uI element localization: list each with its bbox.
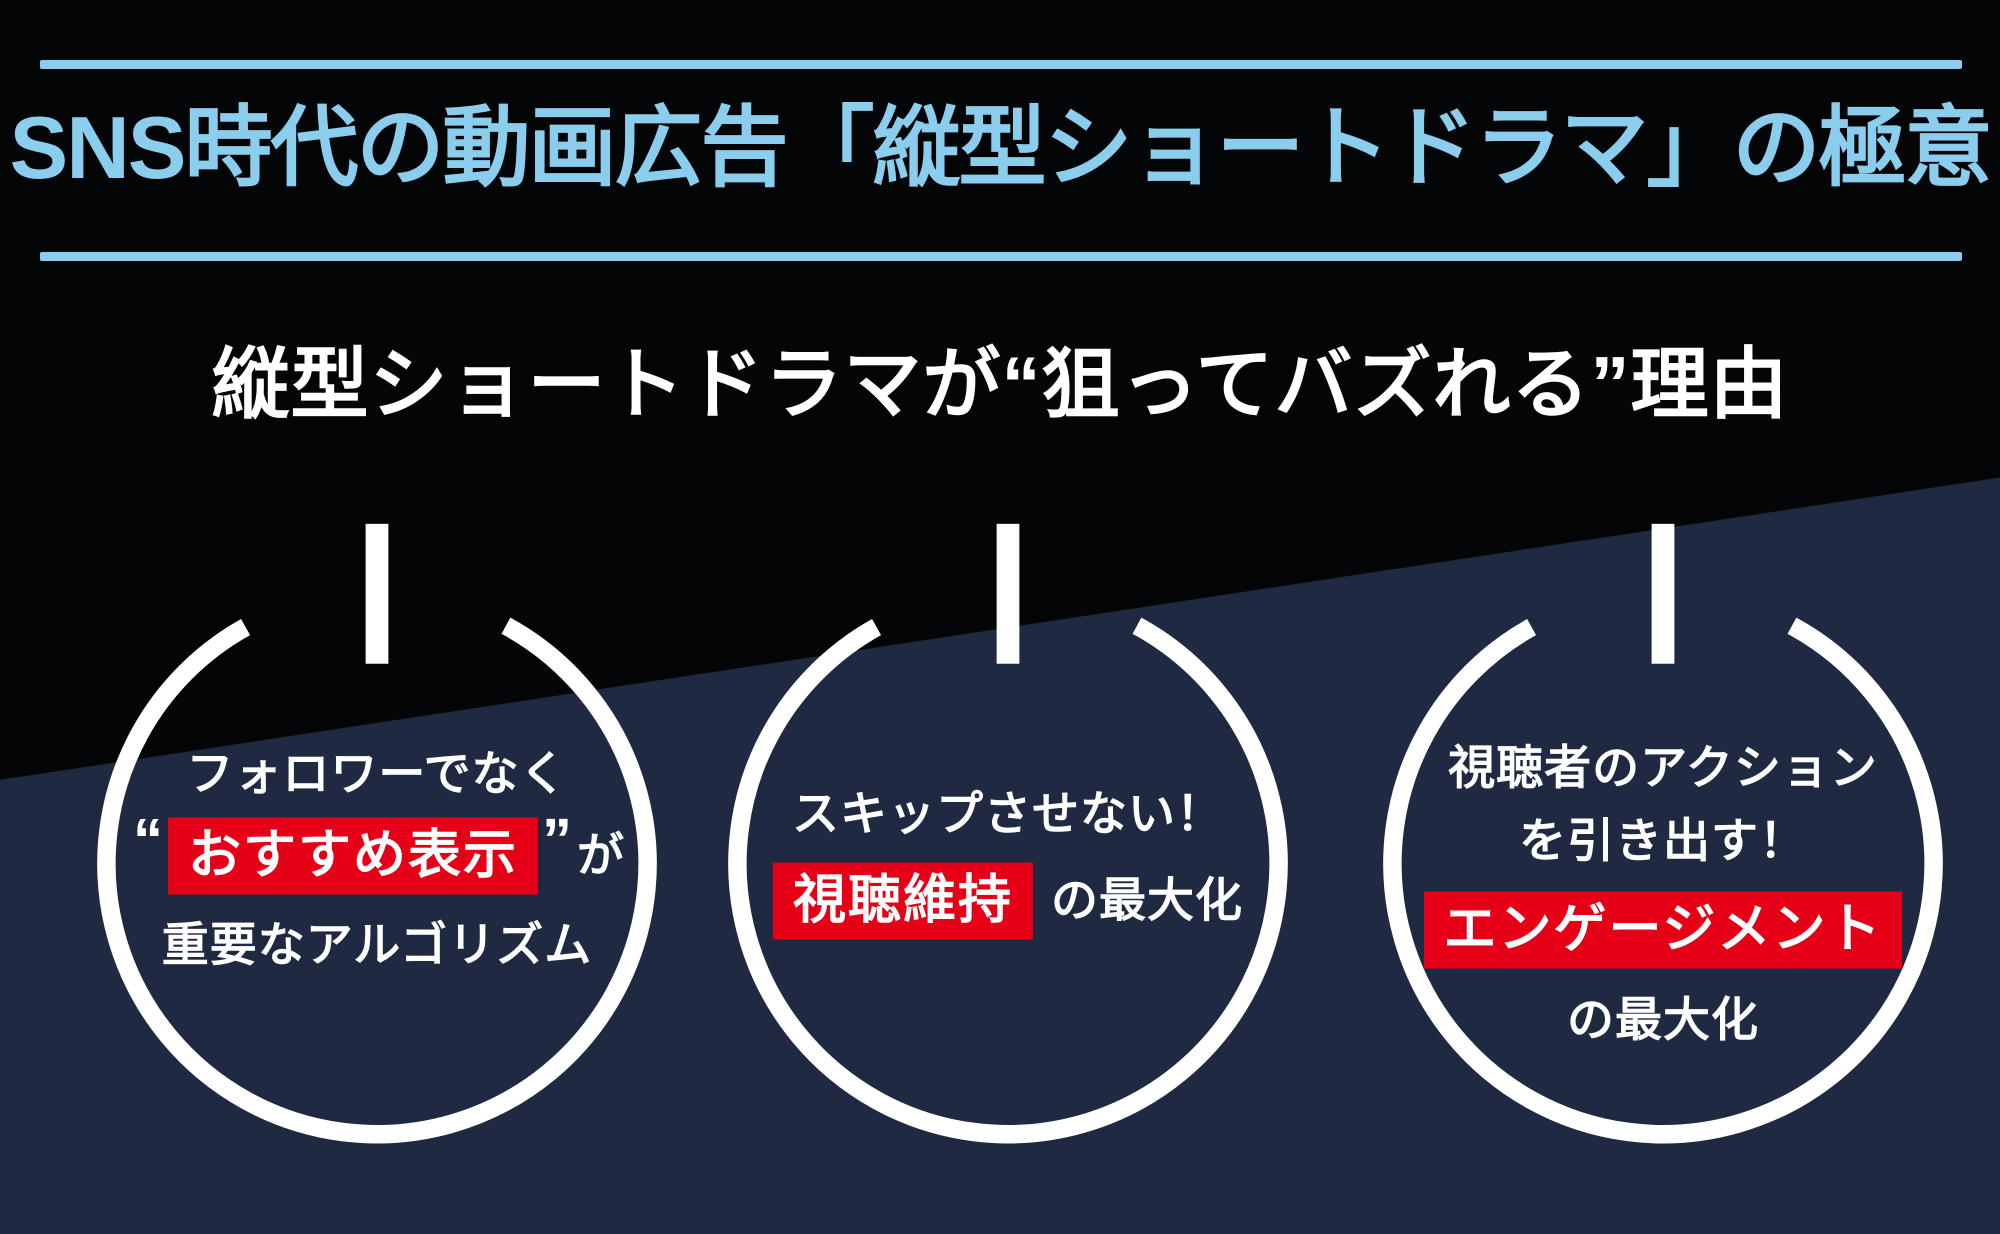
reason-card-view-retention: スキップさせない！ 視聴維持の最大化 bbox=[722, 510, 1294, 1200]
reason-text-segment: を引き出す！ bbox=[1519, 813, 1807, 867]
close-quote-mark: ” bbox=[542, 806, 573, 874]
reason-line: エンゲージメント bbox=[1327, 891, 1999, 969]
reason-card-engagement: 視聴者のアクション を引き出す！ エンゲージメント の最大化 bbox=[1377, 510, 1949, 1200]
power-bar bbox=[996, 523, 1020, 664]
highlight-text: おすすめ表示 bbox=[168, 817, 538, 895]
reason-text-segment: の最大化 bbox=[1051, 873, 1243, 927]
power-circle-arc bbox=[97, 583, 657, 1144]
power-button-icon bbox=[1383, 523, 1943, 1144]
reason-line: “おすすめ表示”が bbox=[41, 807, 713, 895]
reason-text-segment: スキップさせない！ bbox=[792, 786, 1224, 840]
reason-text-segment: の最大化 bbox=[1567, 992, 1759, 1046]
power-circle-arc bbox=[1383, 583, 1943, 1144]
reason-text-segment: フォロワーでなく bbox=[186, 746, 568, 800]
power-button-icon bbox=[97, 523, 657, 1144]
power-bar bbox=[1651, 523, 1675, 664]
reason-text-segment: 視聴者のアクション bbox=[1448, 740, 1878, 794]
reason-line: 重要なアルゴリズム bbox=[41, 918, 713, 972]
reason-line: フォロワーでなく bbox=[41, 747, 713, 801]
power-button-icon bbox=[728, 523, 1288, 1144]
open-quote-mark: “ bbox=[133, 806, 164, 874]
power-circle-arc bbox=[728, 583, 1288, 1144]
reason-line: スキップさせない！ bbox=[672, 787, 1344, 841]
reason-text-segment: 重要なアルゴリズム bbox=[161, 917, 593, 971]
highlight-text: 視聴維持 bbox=[773, 862, 1033, 940]
reason-text-segment: が bbox=[577, 828, 625, 882]
top-divider-line bbox=[40, 60, 1962, 69]
bottom-divider-line bbox=[40, 252, 1962, 261]
highlight-text: エンゲージメント bbox=[1423, 891, 1903, 969]
reason-line: 視聴維持の最大化 bbox=[672, 862, 1344, 940]
section-heading: 縦型ショートドラマが“狙ってバズれる”理由 bbox=[211, 340, 1789, 428]
reason-line: を引き出す！ bbox=[1327, 814, 1999, 868]
reason-card-recommendation-algorithm: フォロワーでなく “おすすめ表示”が 重要なアルゴリズム bbox=[91, 510, 663, 1200]
power-bar bbox=[365, 523, 389, 664]
reason-line: 視聴者のアクション bbox=[1327, 741, 1999, 795]
reason-line: の最大化 bbox=[1327, 993, 1999, 1047]
page-title: SNS時代の動画広告「縦型ショートドラマ」の極意 bbox=[9, 98, 1993, 197]
